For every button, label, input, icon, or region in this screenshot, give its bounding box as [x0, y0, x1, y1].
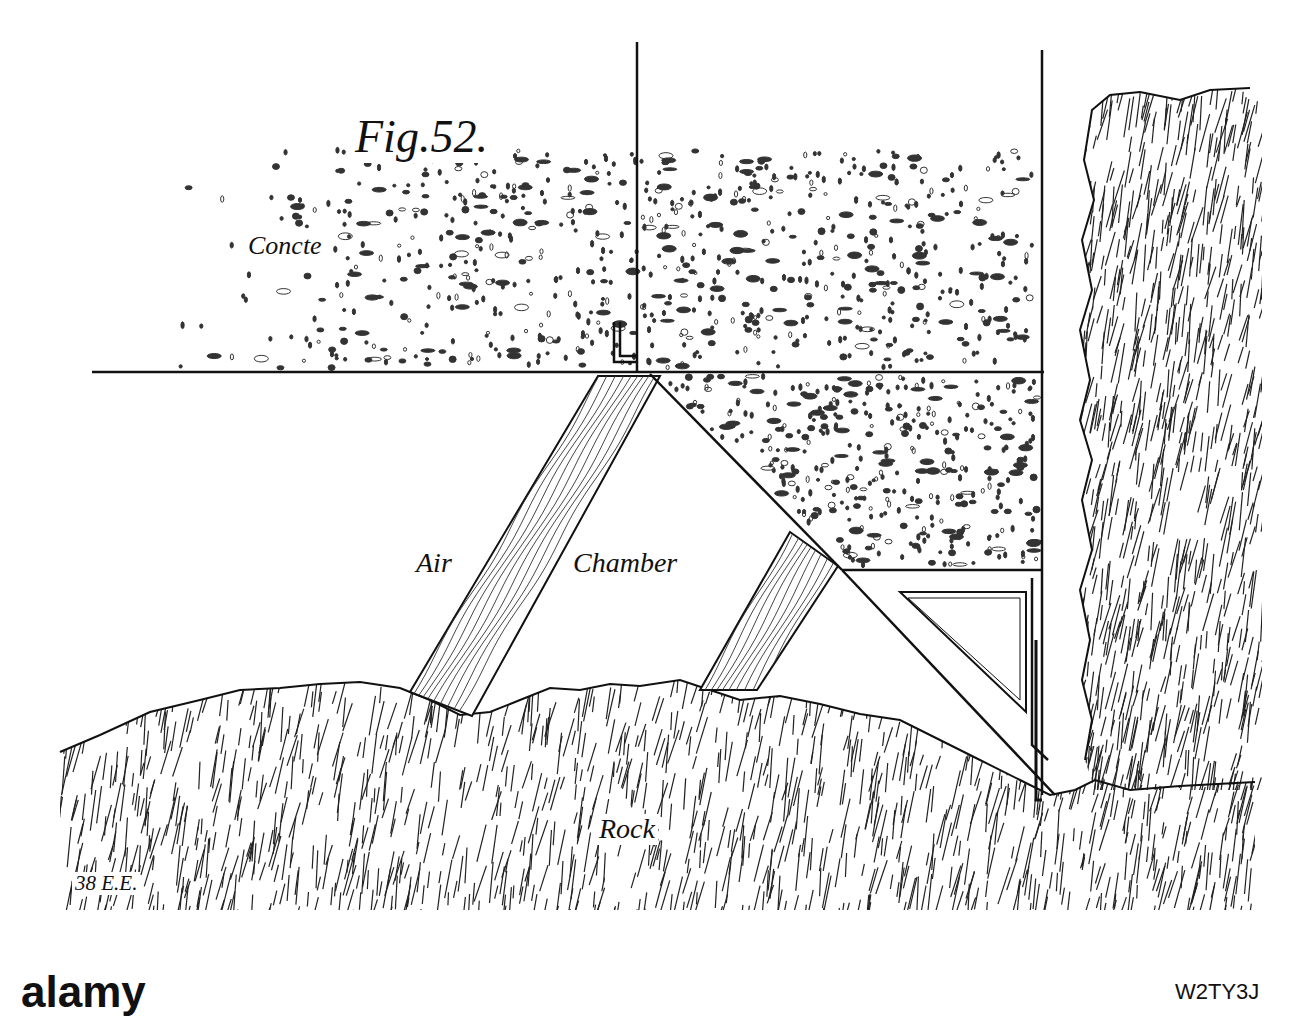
plate-number: 38 E.E. [72, 872, 140, 895]
concrete-stipple [179, 147, 1042, 568]
material-label: Rock [596, 814, 658, 845]
rock-hatching [35, 670, 1279, 957]
watermark: W2TY3J [1172, 980, 1262, 1004]
timber-strut [623, 360, 946, 720]
watermark-band [0, 950, 1300, 1034]
watermark: alamy [18, 968, 149, 1016]
rock-wall-profile [1080, 88, 1250, 760]
cutting-edge-plate [1036, 640, 1042, 800]
timber-strut [333, 360, 665, 720]
structure-lines [92, 42, 1055, 795]
steel-shoe-inner [908, 598, 1020, 700]
region-label: Air [413, 548, 455, 579]
material-label: Concte [245, 232, 325, 261]
rock-wall-hatching [1063, 81, 1270, 838]
rock-profile [60, 680, 1255, 795]
region-label: Chamber [570, 548, 680, 579]
steel-shoe [900, 592, 1026, 712]
figure-title: Fig.52. [352, 112, 491, 163]
